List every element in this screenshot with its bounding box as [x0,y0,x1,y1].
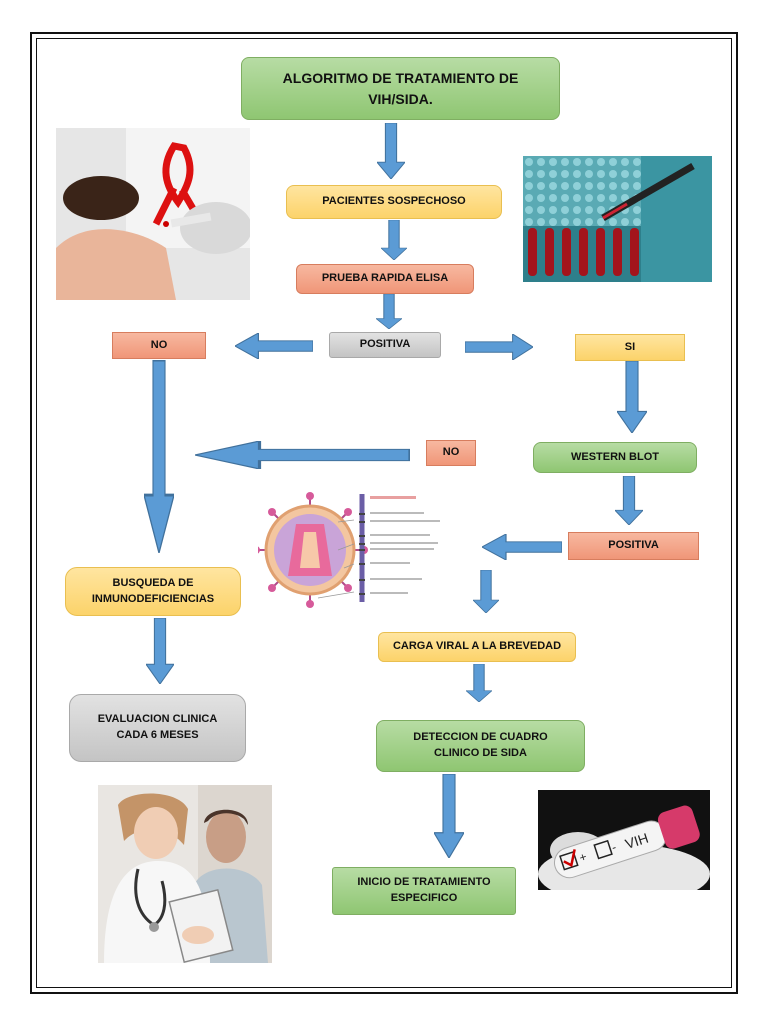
node-label: POSITIVA [608,539,659,552]
title-box: ALGORITMO DE TRATAMIENTO DE VIH/SIDA. [241,57,560,120]
photo-vih-blood-tube: + - VIH [538,790,710,890]
node-label: NO [150,338,168,351]
arrow-carga-to-deteccion [466,664,492,702]
node-no-2: NO [426,440,476,466]
inner-frame [36,38,732,988]
arrow-no-to-left-branch [195,441,410,469]
node-carga-viral: CARGA VIRAL A LA BREVEDAD [378,632,576,662]
svg-text:-: - [610,840,618,855]
arrow-positiva-to-left [482,534,562,560]
svg-text:+: + [577,849,588,864]
image-hiv-virion-western-blot [258,492,450,614]
tube-label: VIH [623,830,650,852]
node-label: SI [624,340,636,353]
node-label: WESTERN BLOT [571,450,659,463]
arrow-deteccion-to-inicio [434,774,464,858]
node-busqueda-inmunodeficiencias: BUSQUEDA DE INMUNODEFICIENCIAS [65,567,241,616]
node-label: NO [442,446,460,459]
node-label: PACIENTES SOSPECHOSO [322,195,466,208]
node-deteccion-cuadro-clinico: DETECCION DE CUADRO CLINICO DE SIDA [376,720,585,772]
node-western-blot: WESTERN BLOT [533,442,697,473]
node-positiva-1: POSITIVA [329,332,441,358]
title-text: ALGORITMO DE TRATAMIENTO DE VIH/SIDA. [282,70,519,107]
node-label: INICIO DE TRATAMIENTO ESPECIFICO [357,876,491,904]
node-label: POSITIVA [359,338,411,351]
node-label: BUSQUEDA DE INMUNODEFICIENCIAS [91,576,215,605]
node-pacientes-sospechoso: PACIENTES SOSPECHOSO [286,185,502,219]
node-positiva-2: POSITIVA [568,532,699,560]
node-label: PRUEBA RAPIDA ELISA [321,272,449,285]
node-label: DETECCION DE CUADRO CLINICO DE SIDA [413,731,548,759]
arrow-positiva-to-no [235,333,313,359]
node-inicio-tratamiento: INICIO DE TRATAMIENTO ESPECIFICO [332,867,516,915]
arrow-si-to-western [617,361,647,433]
photo-blood-test [56,128,250,300]
outer-frame [30,32,738,994]
arrow-positiva-to-si [465,334,533,360]
arrow-no-to-busqueda [144,360,174,553]
node-prueba-rapida-elisa: PRUEBA RAPIDA ELISA [296,264,474,294]
arrow-title-to-pacientes [377,123,405,179]
arrow-to-carga-viral [473,570,499,613]
node-label: EVALUACION CLINICA CADA 6 MESES [97,713,218,741]
node-evaluacion-clinica: EVALUACION CLINICA CADA 6 MESES [69,694,246,762]
node-si: SI [575,334,685,361]
arrow-busqueda-to-evaluacion [146,618,174,684]
node-label: CARGA VIRAL A LA BREVEDAD [392,640,562,653]
photo-lab-pipette [523,156,712,282]
node-no-1: NO [112,332,206,359]
photo-doctor-patient [98,785,272,963]
arrow-western-to-positiva [615,476,643,525]
arrow-prueba-to-positiva [376,294,402,329]
arrow-pacientes-to-prueba [381,220,407,260]
